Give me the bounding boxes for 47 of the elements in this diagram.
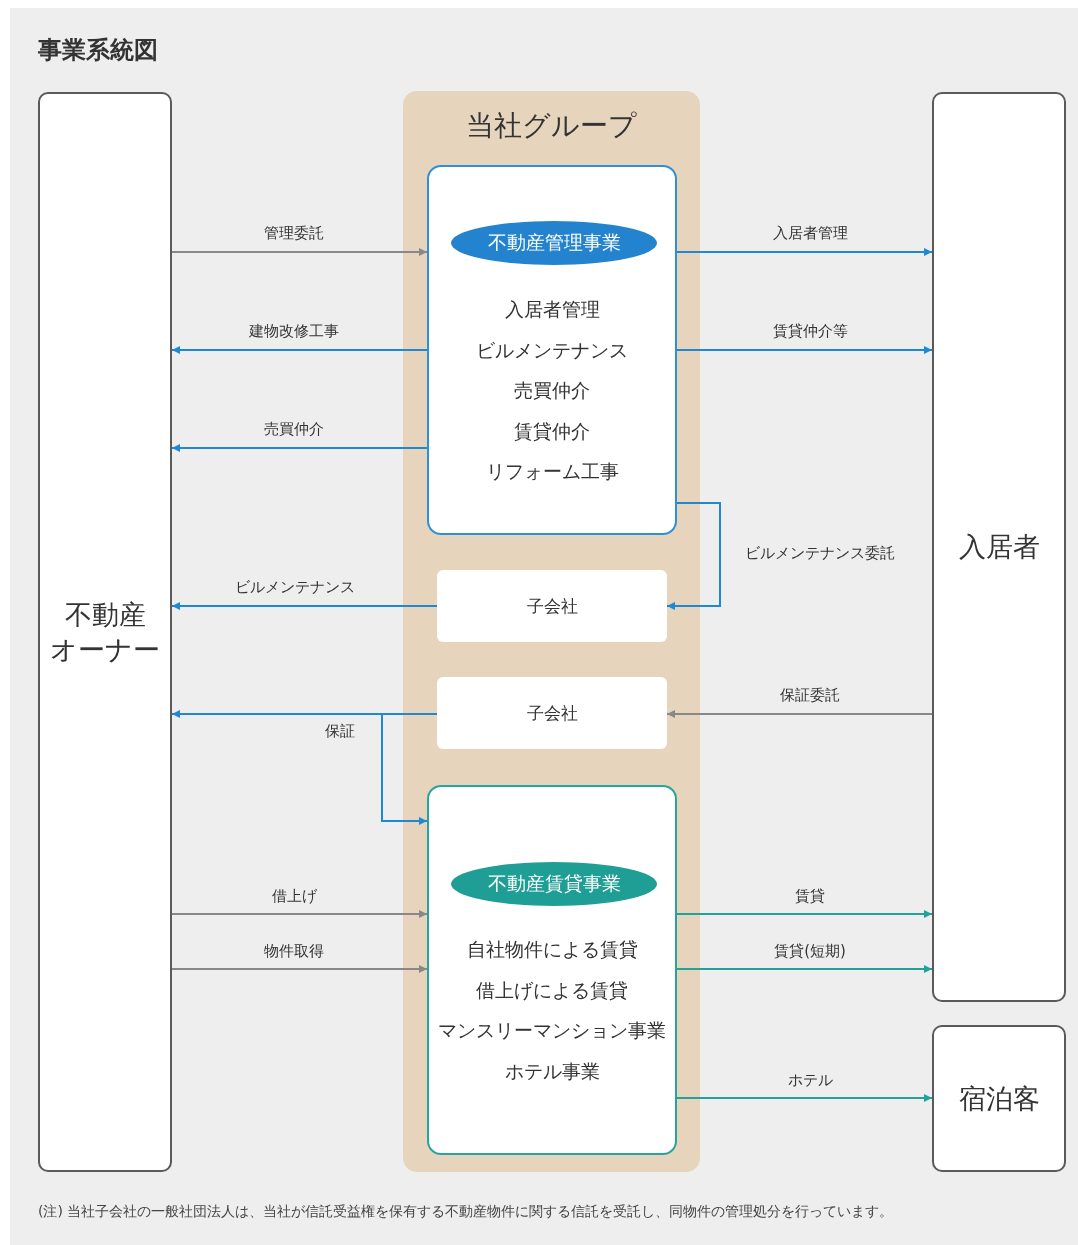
service-item: 売買仲介 bbox=[514, 378, 590, 403]
edge-label: 売買仲介 bbox=[261, 420, 327, 438]
service-item: マンスリーマンション事業 bbox=[438, 1018, 666, 1043]
arrow bbox=[171, 346, 428, 354]
business-box bbox=[427, 165, 677, 535]
arrow bbox=[171, 602, 438, 610]
arrow bbox=[171, 444, 428, 452]
edge-label: 保証 bbox=[322, 722, 358, 740]
edge-label: 管理委託 bbox=[261, 224, 327, 242]
subsidiary-box bbox=[437, 677, 667, 749]
diagram-title: 事業系統図 bbox=[38, 35, 158, 66]
arrow bbox=[171, 248, 428, 256]
edge-label: 保証委託 bbox=[777, 686, 843, 704]
party-label: 不動産オーナー bbox=[49, 597, 161, 667]
business-box bbox=[427, 785, 677, 1155]
party-box bbox=[932, 92, 1066, 1002]
footnote: (注) 当社子会社の一般社団法人は、当社が信託受益権を保有する不動産物件に関する信託を受託し、同物件の管理処分を行っています。 bbox=[38, 1203, 894, 1221]
arrow bbox=[676, 346, 933, 354]
subsidiary-label: 子会社 bbox=[526, 594, 578, 618]
service-item: ホテル事業 bbox=[504, 1058, 600, 1084]
party-label: 宿泊客 bbox=[957, 1081, 1041, 1116]
service-item: 賃貸仲介 bbox=[514, 418, 590, 444]
service-item: 入居者管理 bbox=[504, 297, 600, 322]
service-item: 借上げによる賃貸 bbox=[476, 977, 628, 1003]
service-item: ビルメンテナンス bbox=[476, 337, 628, 363]
subsidiary-label: 子会社 bbox=[526, 701, 578, 725]
party-box bbox=[38, 92, 172, 1172]
arrow bbox=[676, 248, 933, 256]
party-box bbox=[932, 1025, 1066, 1172]
arrow bbox=[171, 965, 428, 973]
group-panel bbox=[403, 91, 700, 1172]
business-title: 不動産管理事業 bbox=[487, 230, 621, 255]
arrow bbox=[666, 502, 721, 610]
edge-label: 物件取得 bbox=[261, 942, 327, 960]
arrow bbox=[666, 710, 933, 718]
business-title: 不動産賃貸事業 bbox=[487, 871, 621, 896]
subsidiary-box bbox=[437, 570, 667, 642]
party-label: 入居者 bbox=[957, 530, 1041, 565]
service-item: リフォーム工事 bbox=[485, 459, 619, 484]
edge-label: 賃貸 bbox=[792, 887, 828, 905]
arrow bbox=[171, 910, 428, 918]
service-item: 自社物件による賃貸 bbox=[466, 937, 638, 962]
arrow bbox=[676, 910, 933, 918]
group-title: 当社グループ bbox=[465, 108, 638, 144]
arrow bbox=[676, 1094, 933, 1102]
edge-label: 建物改修工事 bbox=[246, 322, 342, 340]
arrow bbox=[676, 965, 933, 973]
